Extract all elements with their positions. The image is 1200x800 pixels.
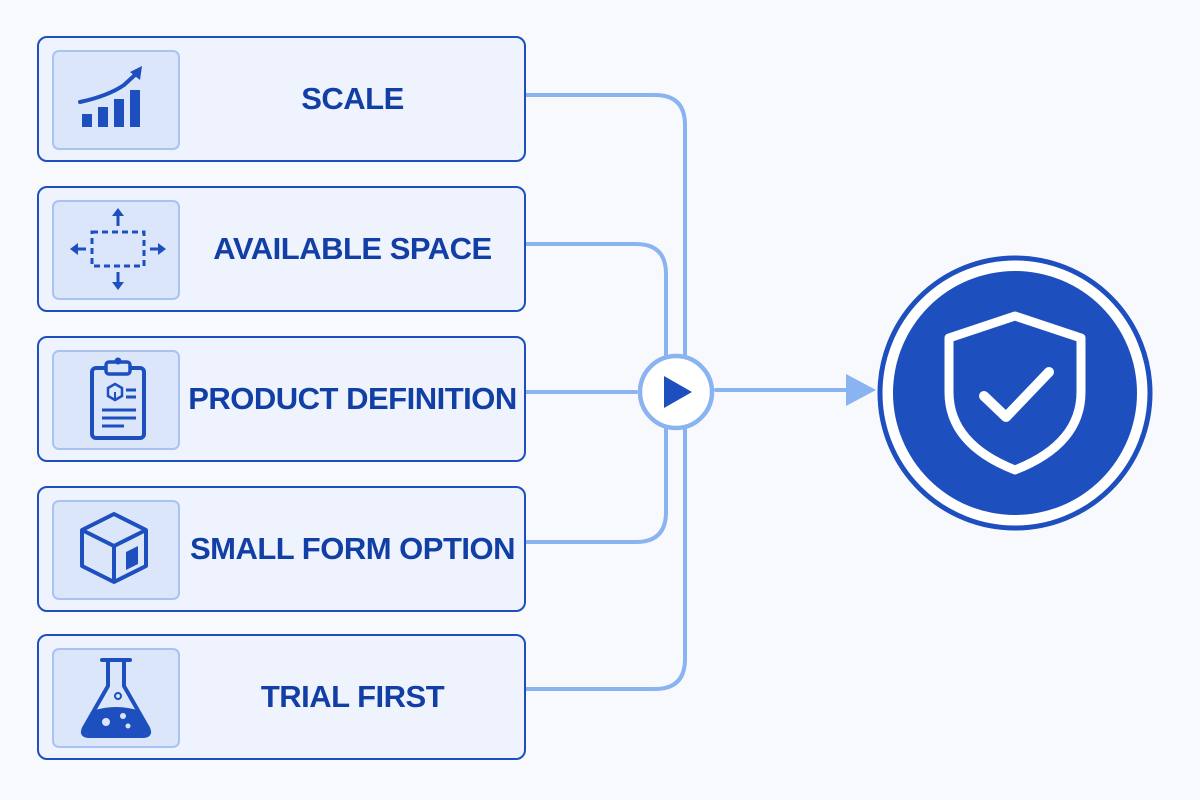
cube-icon (80, 512, 148, 584)
shield-check-icon (877, 255, 1153, 531)
connector-available-space (524, 242, 668, 366)
icon-tile (52, 648, 180, 748)
icon-tile (52, 350, 180, 450)
factor-card-trial-first: TRIAL FIRST (37, 634, 526, 760)
factor-label-trial-first: TRIAL FIRST (260, 679, 445, 714)
icon-tile (52, 500, 180, 600)
factor-card-product-definition: PRODUCT DEFINITION (37, 336, 526, 462)
play-icon (637, 353, 715, 431)
connector-small-form-option (524, 418, 668, 544)
factor-label-available-space: AVAILABLE SPACE (213, 231, 492, 266)
factor-label-scale: SCALE (301, 81, 404, 116)
factor-label-product-definition: PRODUCT DEFINITION (188, 381, 517, 416)
factor-card-scale: SCALE (37, 36, 526, 162)
clipboard-spec-icon (90, 357, 146, 440)
factor-card-available-space: AVAILABLE SPACE (37, 186, 526, 312)
connector-trial-first (524, 426, 687, 691)
connector-scale (524, 93, 687, 360)
factor-card-small-form-option: SMALL FORM OPTION (37, 486, 526, 612)
factor-label-small-form-option: SMALL FORM OPTION (189, 531, 516, 566)
flask-icon (80, 658, 152, 738)
growth-chart-icon (78, 66, 142, 127)
expand-area-icon (70, 208, 166, 290)
icon-tile (52, 50, 180, 150)
icon-tile (52, 200, 180, 300)
arrowhead (846, 374, 876, 406)
